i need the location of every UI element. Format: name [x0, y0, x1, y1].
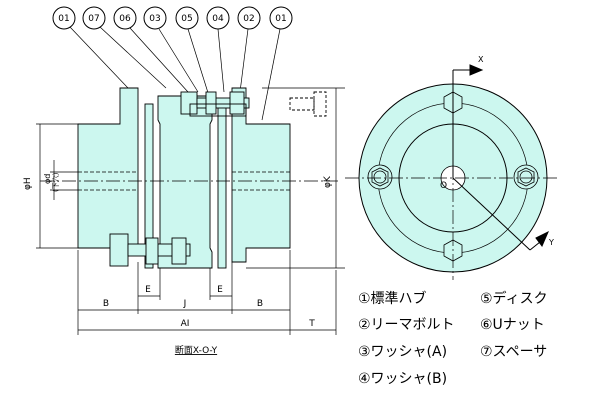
phiK-label: φK [323, 175, 333, 188]
dim-T: T [308, 319, 315, 329]
left-dimensions [36, 123, 78, 249]
legend-item-2: ②リーマボルト [358, 317, 455, 333]
phiH-label: φH [23, 177, 33, 190]
nut-right [513, 164, 539, 190]
dim-AI: AI [181, 319, 190, 329]
callout-group: 01 07 06 03 05 04 02 01 [52, 6, 293, 30]
legend-item-5: ⑤ディスク [480, 291, 548, 307]
callout-04: 04 [206, 6, 230, 30]
y-axis-label: Y [548, 238, 554, 247]
dim-B-right: B [257, 299, 263, 309]
front-view: X Y O [345, 55, 560, 280]
x-axis-arrow [452, 64, 484, 178]
legend-item-3: ③ワッシャ(A) [358, 344, 448, 360]
right-disc [217, 103, 227, 269]
legend-item-7: ⑦スペーサ [480, 344, 548, 360]
y-axis-arrow [452, 177, 549, 251]
parts-legend: ①標準ハブ ⑤ディスク ②リーマボルト ⑥Uナット ③ワッシャ(A) ⑦スペーサ… [358, 288, 588, 393]
x-axis-label: X [478, 55, 484, 64]
right-dimension [246, 87, 345, 269]
phid-label: φd [43, 174, 52, 184]
phid-sub-label: (下穴) [51, 172, 60, 192]
dim-E-right: E [217, 285, 223, 295]
callout-label: 01 [275, 14, 286, 24]
section-caption: 断面X-O-Y [175, 344, 218, 356]
dim-B-left: B [103, 299, 109, 309]
section-view [77, 87, 327, 269]
leader-lines [69, 26, 281, 121]
dim-E-left: E [145, 285, 151, 295]
origin-label: O [440, 181, 447, 191]
callout-label: 03 [149, 14, 160, 24]
callout-03: 03 [143, 6, 167, 30]
bottom-bolt-assembly [109, 233, 191, 267]
callout-label: 05 [181, 14, 192, 24]
legend-item-1: ①標準ハブ [358, 291, 427, 307]
top-bolt-assembly [180, 91, 250, 117]
bottom-dimensions [77, 250, 337, 335]
reamer-bolt-hidden [289, 91, 327, 117]
left-disc [144, 103, 154, 269]
callout-01-right: 01 [269, 6, 293, 30]
front-bolt-heads [367, 91, 539, 262]
callout-01-left: 01 [52, 6, 76, 30]
dim-J: J [183, 299, 187, 309]
callout-label: 04 [212, 14, 224, 24]
left-hub [77, 87, 139, 263]
callout-label: 01 [58, 14, 69, 24]
callout-02: 02 [237, 6, 261, 30]
legend-item-4: ④ワッシャ(B) [358, 371, 448, 387]
callout-label: 06 [119, 14, 131, 24]
callout-06: 06 [113, 6, 137, 30]
legend-item-6: ⑥Uナット [480, 317, 545, 333]
callout-label: 07 [88, 14, 99, 24]
spacer [157, 95, 213, 269]
callout-05: 05 [175, 6, 199, 30]
bore-hidden-lines [78, 171, 290, 191]
nut-left [367, 164, 393, 190]
callout-07: 07 [82, 6, 106, 30]
callout-label: 02 [243, 14, 254, 24]
